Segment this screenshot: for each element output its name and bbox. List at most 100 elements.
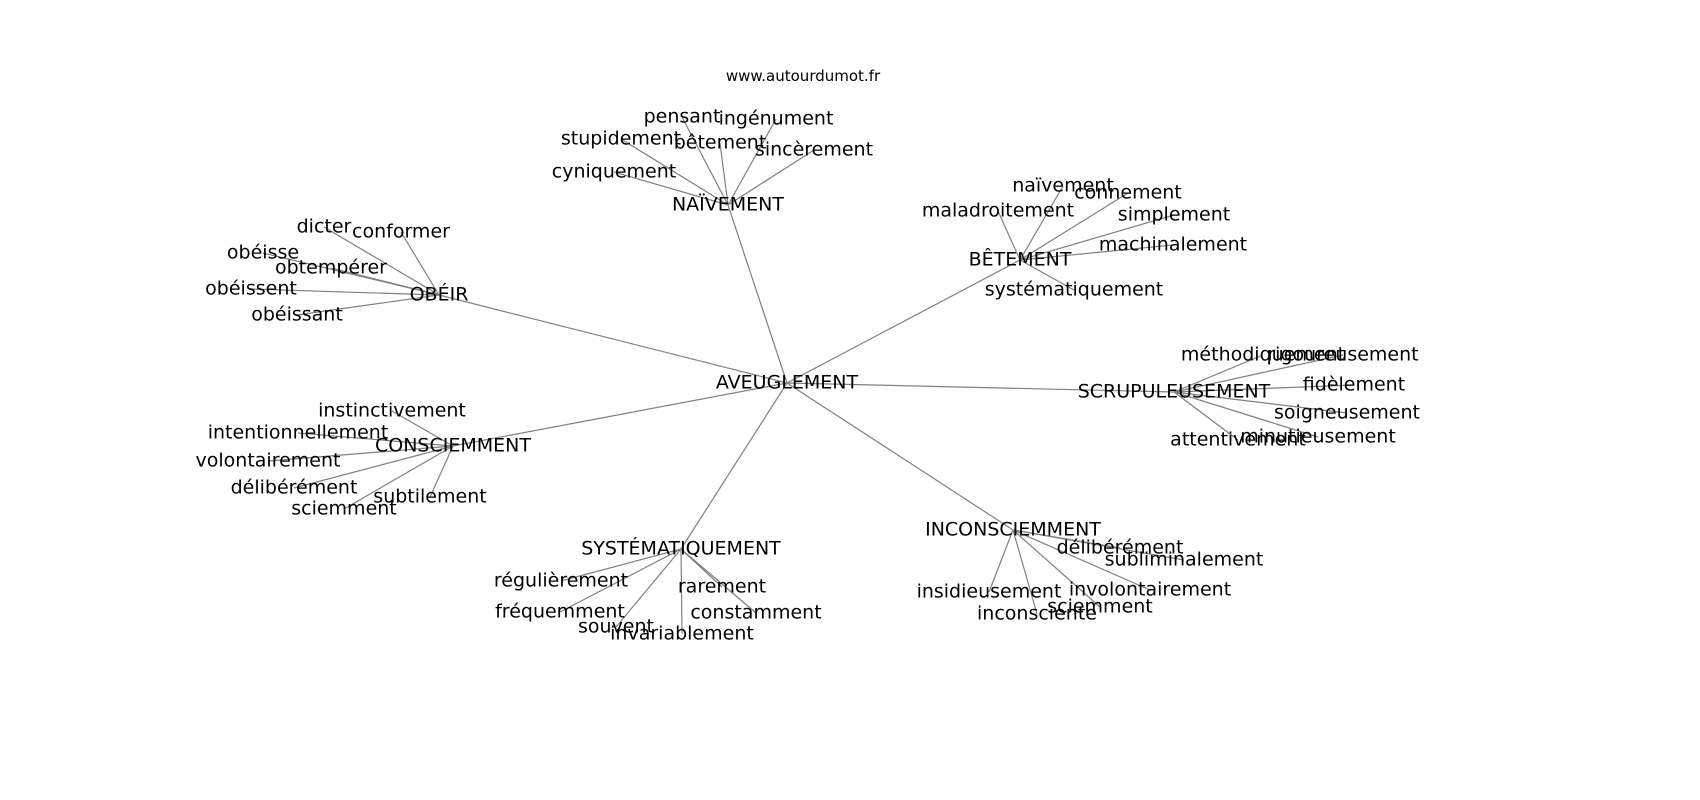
edge-hub-leaf [1173,391,1239,441]
hub-node[interactable]: CONSCIEMMENT [375,435,531,457]
edge-hub-leaf [559,548,682,613]
leaf-node[interactable]: obéissent [205,278,297,300]
edge-hub-leaf [400,231,440,296]
edge-hub-leaf [1173,384,1355,393]
edge-hub-leaf [1019,185,1064,261]
leaf-node[interactable]: invariablement [610,623,754,645]
edge-hub-leaf [1019,244,1174,261]
edge-hub-leaf [727,149,815,206]
watermark: www.autourdumot.fr [726,67,881,85]
edge-hub-leaf [1019,259,1075,291]
leaf-node[interactable]: machinalement [1099,234,1247,256]
edge-root-hub [438,294,788,384]
leaf-node[interactable]: sciemment [291,498,397,520]
leaf-node[interactable]: maladroitement [922,200,1074,222]
hub-node[interactable]: INCONSCIEMMENT [925,519,1101,541]
edge-hub-leaf [1173,391,1348,414]
edge-hub-leaf [293,445,454,489]
leaf-node[interactable]: systématiquement [985,279,1164,301]
leaf-node[interactable]: involontairement [1069,579,1231,601]
leaf-node[interactable]: rarement [678,576,766,598]
leaf-node[interactable]: rigoureusement [1267,344,1418,366]
hub-node[interactable]: BÊTEMENT [969,248,1072,271]
leaf-node[interactable]: obtempérer [275,257,387,279]
edge-hub-leaf [615,548,682,628]
leaf-node[interactable]: régulièrement [494,570,628,592]
leaf-node[interactable]: fréquemment [495,601,625,623]
edge-hub-leaf [391,410,454,447]
edge-hub-leaf [429,445,454,498]
graph-edges [250,116,1355,635]
leaf-node[interactable]: bêtement [674,132,767,154]
leaf-node[interactable]: délibérément [231,477,358,499]
edge-hub-leaf [1173,354,1344,393]
edge-hub-leaf [1012,529,1101,608]
leaf-node[interactable]: instinctivement [318,400,466,422]
leaf-node[interactable]: insidieusement [917,581,1062,603]
edge-hub-leaf [727,118,777,206]
leaf-node[interactable]: dicter [297,216,352,238]
leaf-node[interactable]: sincèrement [755,139,873,161]
leaf-node[interactable]: soigneusement [1274,402,1420,424]
edge-hub-leaf [296,294,440,316]
edge-root-hub [786,259,1021,384]
edge-root-hub [786,382,1175,393]
leaf-node[interactable]: minutieusement [1240,426,1396,448]
edge-hub-leaf [1019,192,1129,261]
leaf-node[interactable]: délibérément [1057,537,1184,559]
hub-node[interactable]: NAÏVEMENT [672,193,784,216]
edge-hub-leaf [1012,529,1038,615]
leaf-node[interactable]: naïvement [1012,175,1114,197]
edge-hub-leaf [680,548,757,614]
edge-hub-leaf [620,138,729,206]
leaf-node[interactable]: ingénument [719,108,834,130]
leaf-node[interactable]: simplement [1118,204,1230,226]
hub-node[interactable]: SCRUPULEUSEMENT [1078,381,1271,403]
edge-root-hub [786,382,1014,531]
leaf-node[interactable]: volontairement [196,450,341,472]
leaf-node[interactable]: subtilement [373,486,486,508]
edge-hub-leaf [997,210,1021,261]
edge-hub-leaf [613,171,729,206]
hub-node[interactable]: OBÉIR [410,283,469,306]
edge-hub-leaf [1173,391,1319,438]
leaf-node[interactable]: cyniquement [552,161,677,183]
edge-hub-leaf [719,142,729,206]
edge-hub-leaf [988,529,1014,593]
leaf-node[interactable]: conformer [352,221,450,243]
edge-hub-leaf [323,226,440,296]
leaf-node[interactable]: inconsciente [977,603,1097,625]
leaf-node[interactable]: obéissant [251,304,343,326]
leaf-node[interactable]: pensant [644,106,721,128]
edge-hub-leaf [343,445,454,510]
leaf-node[interactable]: connement [1074,182,1182,204]
leaf-node[interactable]: attentivement [1170,429,1306,451]
leaf-node[interactable]: souvent [578,616,654,638]
edge-root-hub [452,382,788,447]
edge-hub-leaf [560,548,682,582]
edge-root-hub [680,382,788,550]
edge-hub-leaf [1019,214,1175,261]
edge-hub-leaf [1012,529,1185,561]
edge-root-hub [727,204,788,384]
leaf-node[interactable]: constamment [690,602,821,624]
edge-hub-leaf [681,116,729,206]
hub-node[interactable]: SYSTÉMATIQUEMENT [581,537,781,560]
leaf-node[interactable]: méthodiquement [1181,344,1345,366]
edge-hub-leaf [267,445,454,462]
leaf-node[interactable]: stupidement [561,128,681,150]
leaf-node[interactable]: obéisse [227,242,299,264]
edge-hub-leaf [1173,354,1264,393]
leaf-node[interactable]: sciemment [1047,596,1153,618]
edge-hub-leaf [250,288,440,296]
leaf-node[interactable]: subliminalement [1105,549,1264,571]
edge-hub-leaf [330,267,440,296]
edge-hub-leaf [297,432,454,447]
root-node[interactable]: AVEUGLEMENT [716,372,859,394]
leaf-node[interactable]: intentionnellement [208,422,389,444]
edge-hub-leaf [1012,529,1151,591]
edge-hub-leaf [680,548,683,635]
leaf-node[interactable]: fidèlement [1303,374,1405,396]
